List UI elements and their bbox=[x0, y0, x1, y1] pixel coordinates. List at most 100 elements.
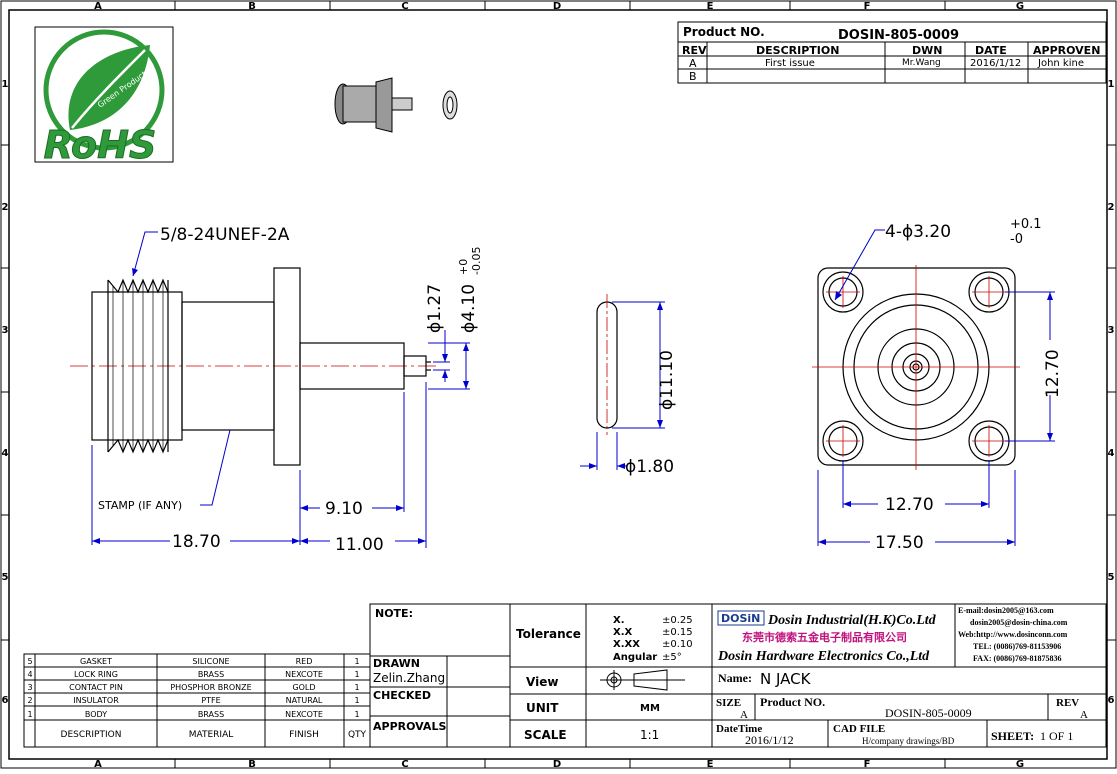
company-block: DOSiN Dosin Industrial(H.K)Co.Ltd 东莞市德索五… bbox=[717, 606, 1068, 664]
approven-header: APPROVEN bbox=[1033, 44, 1100, 57]
rev-a-approver: John kine bbox=[1037, 58, 1084, 69]
dim-d11-10: ϕ11.10 bbox=[657, 350, 677, 410]
dim-18-70: 18.70 bbox=[172, 532, 221, 552]
row-label-5: 5 bbox=[1108, 572, 1115, 583]
rohs-logo: Green Product RoHS bbox=[34, 26, 174, 168]
col-label-f: F bbox=[864, 759, 871, 769]
title-block bbox=[369, 603, 1107, 748]
bom-qty: 1 bbox=[354, 670, 359, 679]
holes-tol-bot: -0 bbox=[1010, 232, 1023, 247]
col-label-g: G bbox=[1016, 759, 1024, 769]
tol-xxx-val: ±0.10 bbox=[662, 639, 693, 650]
bom-desc: GASKET bbox=[80, 657, 112, 666]
cad-label: CAD FILE bbox=[833, 723, 885, 735]
bom-material: SILICONE bbox=[192, 657, 229, 666]
bom-qty: 1 bbox=[354, 683, 359, 692]
bom-finish: GOLD bbox=[292, 683, 315, 692]
tol-xxx: X.XX bbox=[613, 639, 640, 650]
contact-email: E-mail:dosin2005@163.com bbox=[958, 606, 1054, 615]
col-label-d: D bbox=[553, 759, 561, 769]
bom-material: PHOSPHOR BRONZE bbox=[170, 683, 251, 692]
col-label-b: B bbox=[248, 759, 256, 769]
company-name-cn: 东莞市德索五金电子制品有限公司 bbox=[742, 630, 907, 644]
product-value: DOSIN-805-0009 bbox=[885, 706, 972, 720]
col-label-d: D bbox=[553, 1, 561, 12]
dim-h-12-70: 12.70 bbox=[885, 495, 934, 515]
rev-b: B bbox=[689, 70, 697, 83]
row-label-3: 3 bbox=[1108, 325, 1115, 336]
row-label-4: 4 bbox=[2, 448, 9, 459]
bom-no: 2 bbox=[27, 696, 32, 705]
scale-value: 1:1 bbox=[640, 728, 659, 742]
note-label: NOTE: bbox=[375, 607, 413, 620]
dim-d4-10-tol-bot: -0.05 bbox=[470, 247, 483, 275]
row-label-5: 5 bbox=[2, 572, 9, 583]
dim-d1-27: ϕ1.27 bbox=[425, 284, 445, 333]
bom-no: 4 bbox=[27, 670, 32, 679]
dim-17-50: 17.50 bbox=[875, 533, 924, 553]
product-no-label: Product NO. bbox=[683, 25, 765, 39]
rohs-text: RoHS bbox=[44, 123, 157, 167]
revision-block bbox=[677, 21, 1107, 84]
holes-callout: 4-ϕ3.20 bbox=[885, 222, 951, 242]
dim-9-10: 9.10 bbox=[325, 499, 363, 519]
contact-tel: TEL: (0086)769-81153906 bbox=[973, 642, 1061, 651]
bom-no: 5 bbox=[27, 657, 32, 666]
bom-desc: LOCK RING bbox=[74, 670, 118, 679]
dwn-header: DWN bbox=[912, 44, 942, 57]
bom-header-finish: FINISH bbox=[289, 730, 319, 740]
unit-value: MM bbox=[640, 703, 660, 714]
tol-x-val: ±0.25 bbox=[662, 615, 693, 626]
bom-no: 3 bbox=[27, 683, 32, 692]
product-label: Product NO. bbox=[760, 695, 825, 709]
bom-desc: INSULATOR bbox=[73, 696, 119, 705]
size-label: SIZE bbox=[716, 697, 741, 709]
unit-label: UNIT bbox=[526, 701, 559, 715]
front-view bbox=[817, 267, 1016, 466]
row-label-4: 4 bbox=[1108, 448, 1115, 459]
bom-finish: NEXCOTE bbox=[285, 710, 323, 719]
rev-a-desc: First issue bbox=[765, 58, 815, 69]
bom-qty: 1 bbox=[354, 710, 359, 719]
scale-label: SCALE bbox=[524, 728, 567, 742]
row-label-1: 1 bbox=[1108, 79, 1115, 90]
rev-label: REV bbox=[1056, 697, 1079, 709]
row-label-2: 2 bbox=[2, 202, 9, 213]
company-name-en: Dosin Industrial(H.K)Co.Ltd bbox=[767, 613, 937, 628]
col-label-a: A bbox=[94, 1, 102, 12]
size-value: A bbox=[740, 709, 748, 721]
col-label-f: F bbox=[864, 1, 871, 12]
description-header: DESCRIPTION bbox=[756, 44, 839, 57]
bom-qty: 1 bbox=[354, 696, 359, 705]
dim-d1-80: ϕ1.80 bbox=[625, 457, 674, 477]
row-label-6: 6 bbox=[2, 695, 9, 706]
sheet-label: SHEET: bbox=[991, 729, 1034, 743]
tolerance-label: Tolerance bbox=[516, 627, 581, 641]
date-value: 2016/1/12 bbox=[745, 733, 794, 747]
row-label-2: 2 bbox=[1108, 202, 1115, 213]
rev-a: A bbox=[689, 57, 697, 70]
drawn-label: DRAWN bbox=[373, 657, 420, 670]
date-label: DateTime bbox=[716, 723, 762, 735]
name-value: N JACK bbox=[760, 670, 812, 688]
tol-xx-val: ±0.15 bbox=[662, 627, 693, 638]
tol-xx: X.X bbox=[613, 627, 633, 638]
col-label-g: G bbox=[1016, 1, 1024, 12]
bom-desc: BODY bbox=[85, 710, 107, 719]
bom-desc: CONTACT PIN bbox=[69, 683, 123, 692]
contact-web: Web:http://www.dosinconn.com bbox=[958, 630, 1068, 639]
sheet-value: 1 OF 1 bbox=[1040, 729, 1073, 743]
bom-material: BRASS bbox=[198, 670, 224, 679]
checked-label: CHECKED bbox=[373, 689, 431, 702]
name-label: Name: bbox=[718, 671, 752, 685]
dim-d4-10-tol-top: +0 bbox=[457, 259, 470, 275]
stamp-callout: STAMP (IF ANY) bbox=[98, 499, 182, 512]
col-label-a: A bbox=[94, 759, 102, 769]
bom-finish: NATURAL bbox=[286, 696, 323, 705]
col-label-c: C bbox=[401, 1, 408, 12]
col-label-c: C bbox=[401, 759, 408, 769]
col-label-b: B bbox=[248, 1, 256, 12]
dim-11-00: 11.00 bbox=[335, 535, 384, 555]
bom-header-qty: QTY bbox=[348, 730, 367, 740]
